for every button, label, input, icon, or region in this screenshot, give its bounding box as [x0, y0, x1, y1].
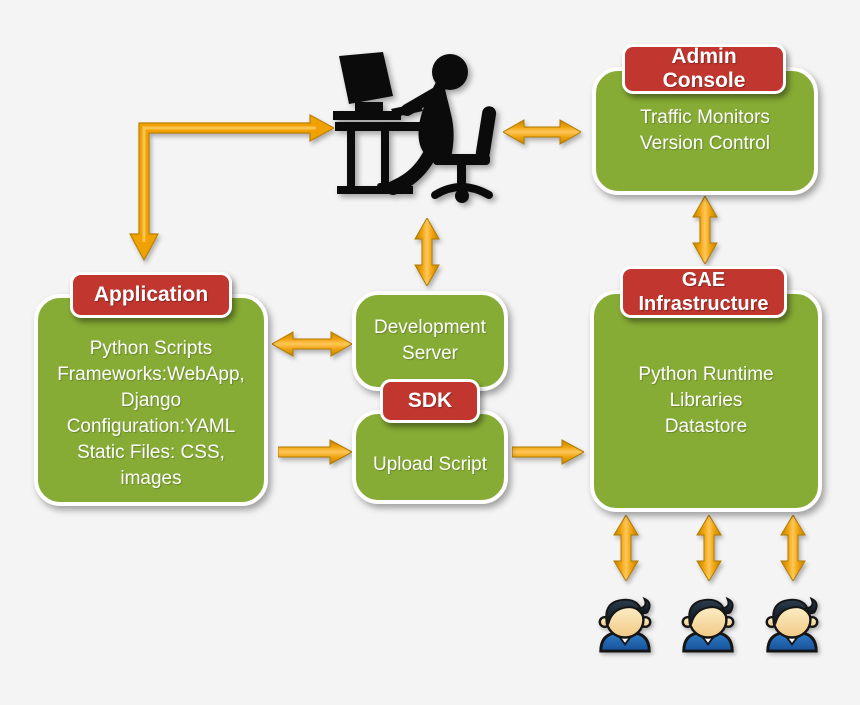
developer-at-desk-icon: [333, 52, 497, 203]
end-user-icon-1: [598, 596, 652, 653]
gae-infrastructure-badge: GAE Infrastructure: [620, 266, 787, 318]
double-arrow-gae-user-1: [613, 515, 639, 581]
sdk-badge: SDK: [380, 379, 480, 423]
double-arrow-developer-devserver: [414, 218, 440, 286]
gae-infrastructure-box: Python Runtime Libraries Datastore: [590, 290, 822, 512]
gae-line: Datastore: [664, 416, 748, 437]
double-arrow-gae-user-3: [780, 515, 806, 581]
upload-script-box: Upload Script: [352, 410, 508, 504]
development-server-line: Server: [402, 343, 458, 364]
gae-line: Libraries: [669, 390, 743, 411]
application-line: Configuration:YAML: [66, 416, 236, 437]
admin-console-badge: Admin Console: [622, 44, 786, 94]
application-line: Frameworks:WebApp,: [57, 364, 245, 385]
double-arrow-developer-admin: [503, 119, 581, 145]
application-line: Static Files: CSS,: [77, 442, 225, 463]
development-server-line: Development: [374, 317, 486, 338]
end-user-icon-2: [681, 596, 735, 653]
development-server-box: Development Server: [352, 291, 508, 391]
admin-console-line: Traffic Monitors: [640, 107, 770, 128]
application-line: images: [120, 468, 182, 489]
double-arrow-gae-user-2: [696, 515, 722, 581]
end-user-icon-3: [765, 596, 819, 653]
admin-console-line: Version Control: [640, 133, 770, 154]
application-badge: Application: [70, 272, 232, 318]
upload-script-line: Upload Script: [372, 454, 488, 475]
application-box: Python Scripts Frameworks:WebApp, Django…: [34, 294, 268, 506]
double-arrow-admin-gae: [692, 196, 718, 264]
arrow-upload-gae: [512, 439, 584, 465]
application-line: Python Scripts: [89, 338, 213, 359]
double-arrow-application-devserver: [272, 331, 352, 357]
arrow-application-upload: [278, 439, 352, 465]
elbow-double-arrow-developer-application: [128, 113, 334, 262]
gae-line: Python Runtime: [638, 364, 774, 385]
application-line: Django: [120, 390, 182, 411]
